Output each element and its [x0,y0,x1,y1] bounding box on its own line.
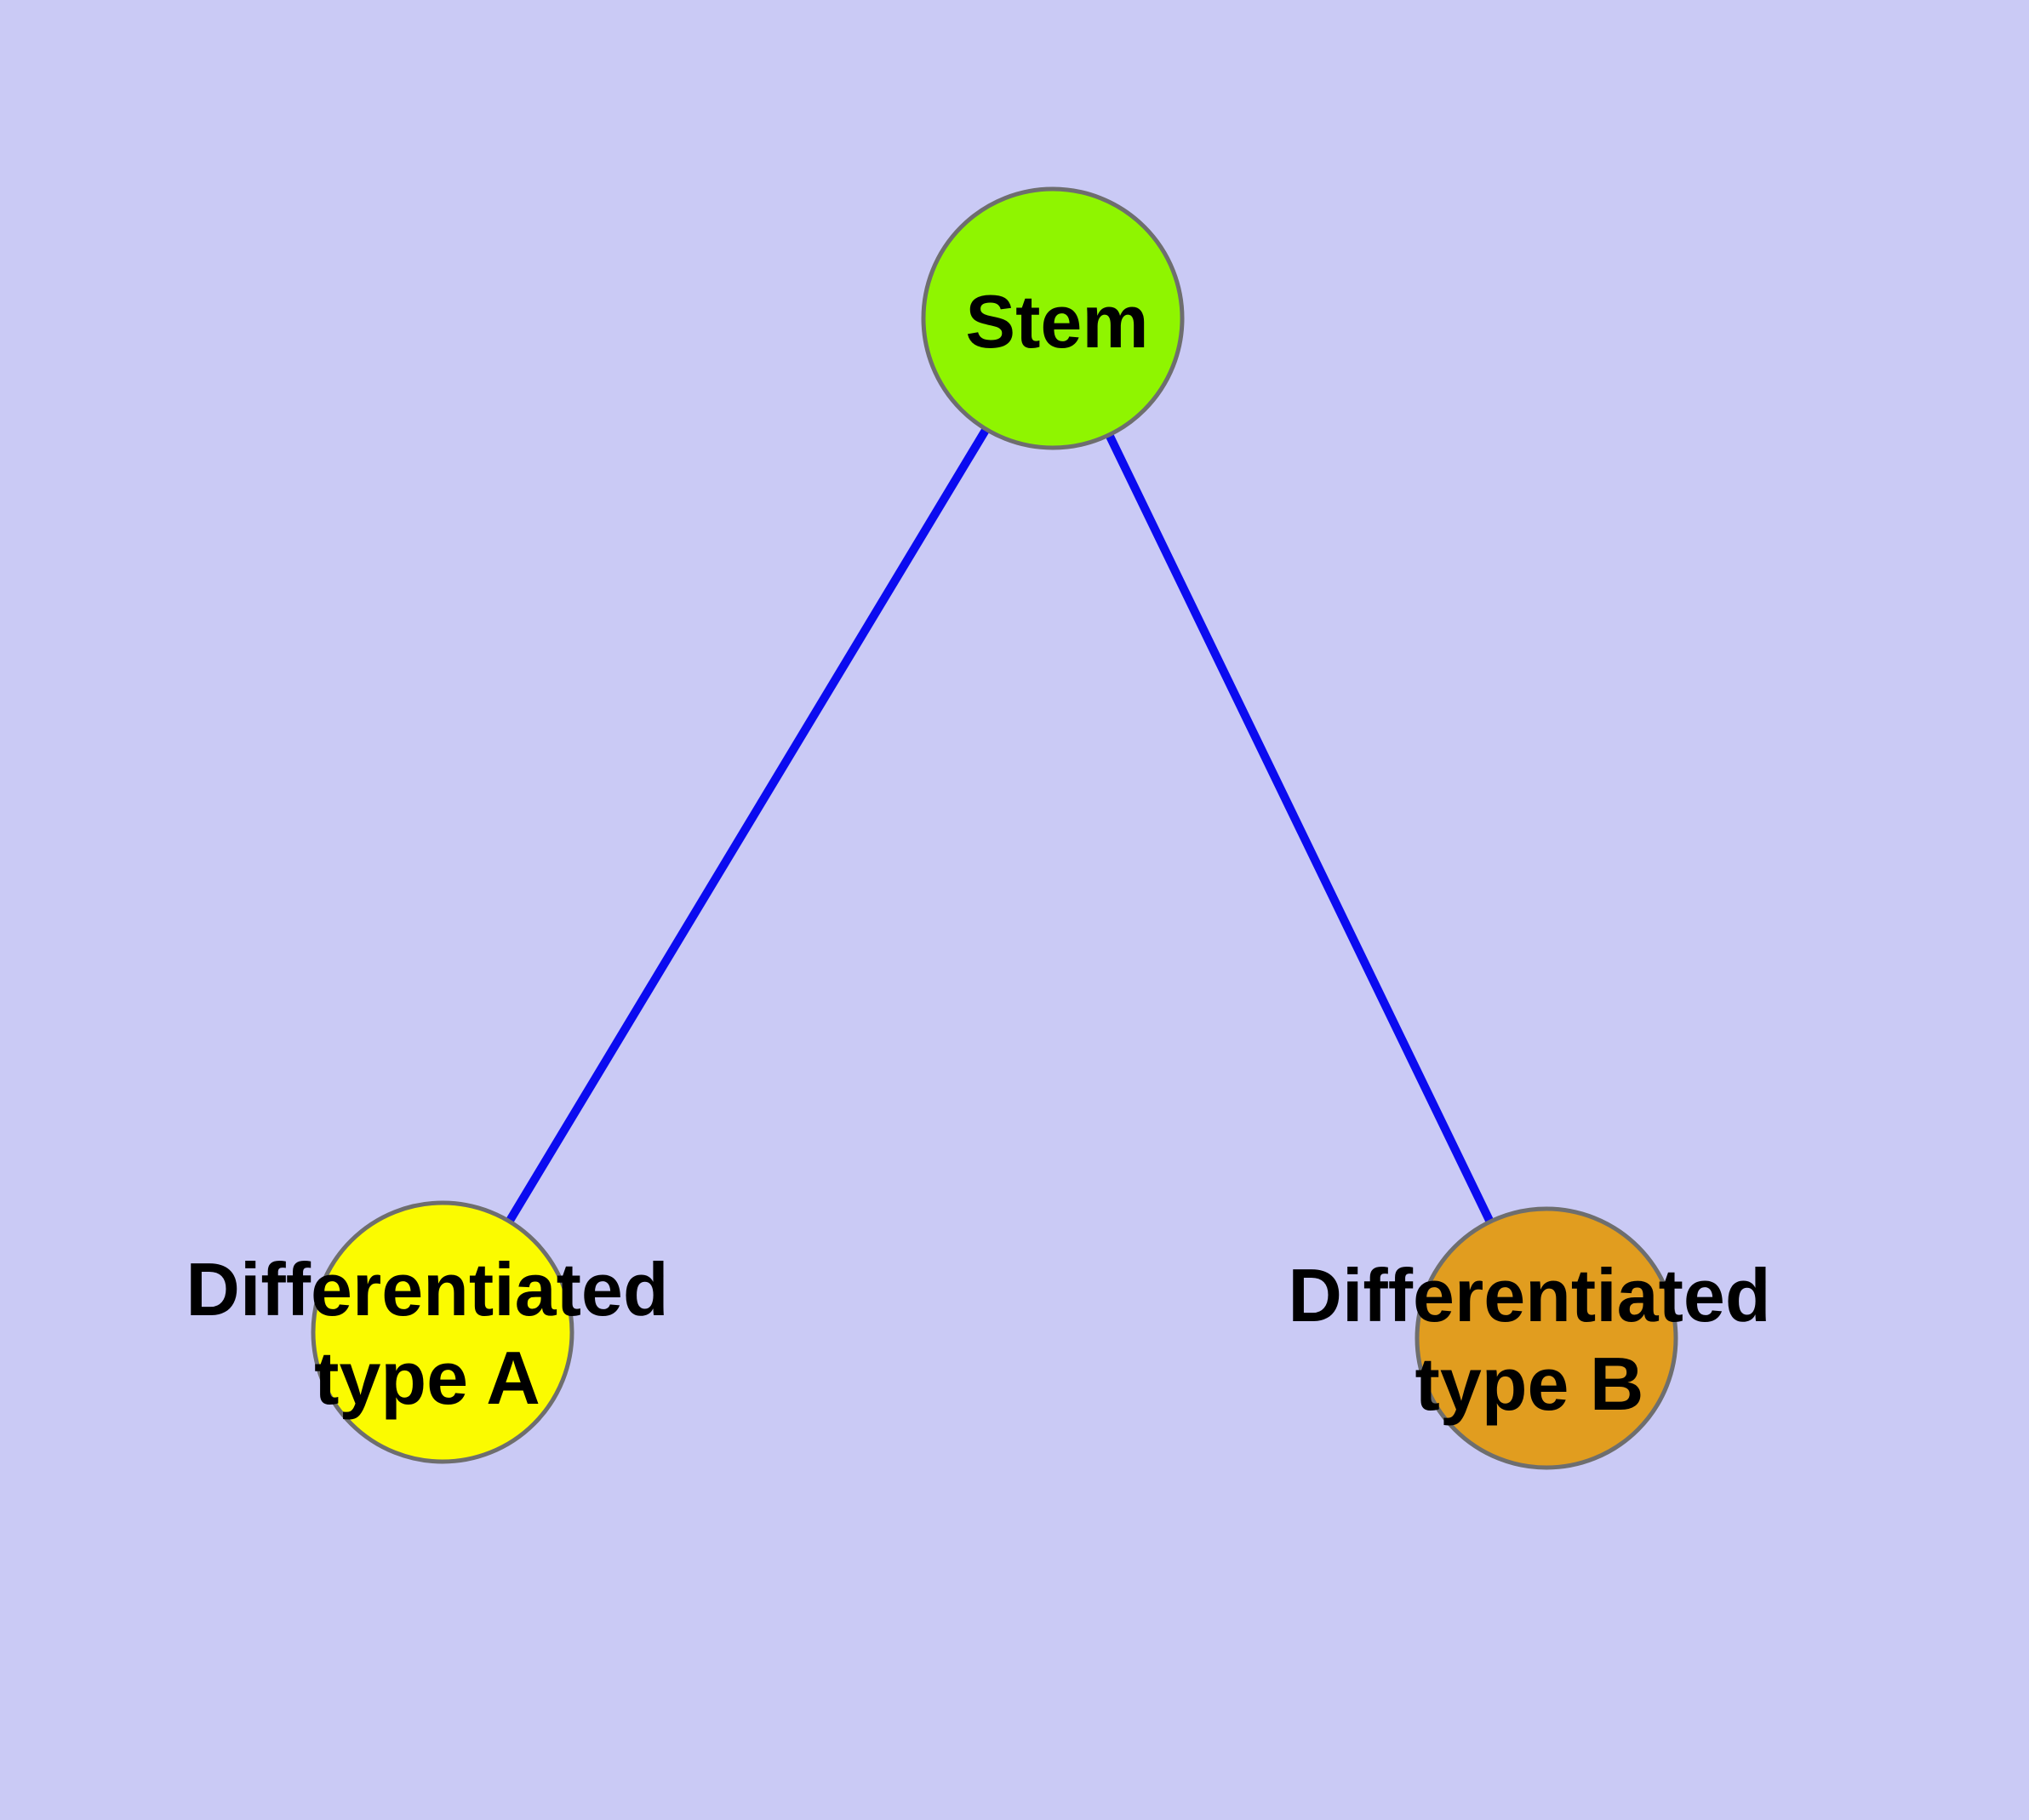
edge-stem-to-type-b [1049,316,1551,1341]
node-differentiated-type-a-label-line2: type A [314,1336,540,1420]
node-differentiated-type-b-circle [1415,1206,1678,1470]
node-stem-label: Stem [965,279,1148,363]
edge-stem-to-type-a [438,316,1057,1335]
node-differentiated-type-a-circle [311,1200,574,1464]
node-stem-circle [921,186,1185,450]
node-differentiated-type-b-label-line1: Differentiated [1288,1253,1770,1337]
node-differentiated-type-b-label-line2: type B [1415,1342,1644,1426]
node-differentiated-type-a-label-line1: Differentiated [186,1247,668,1331]
